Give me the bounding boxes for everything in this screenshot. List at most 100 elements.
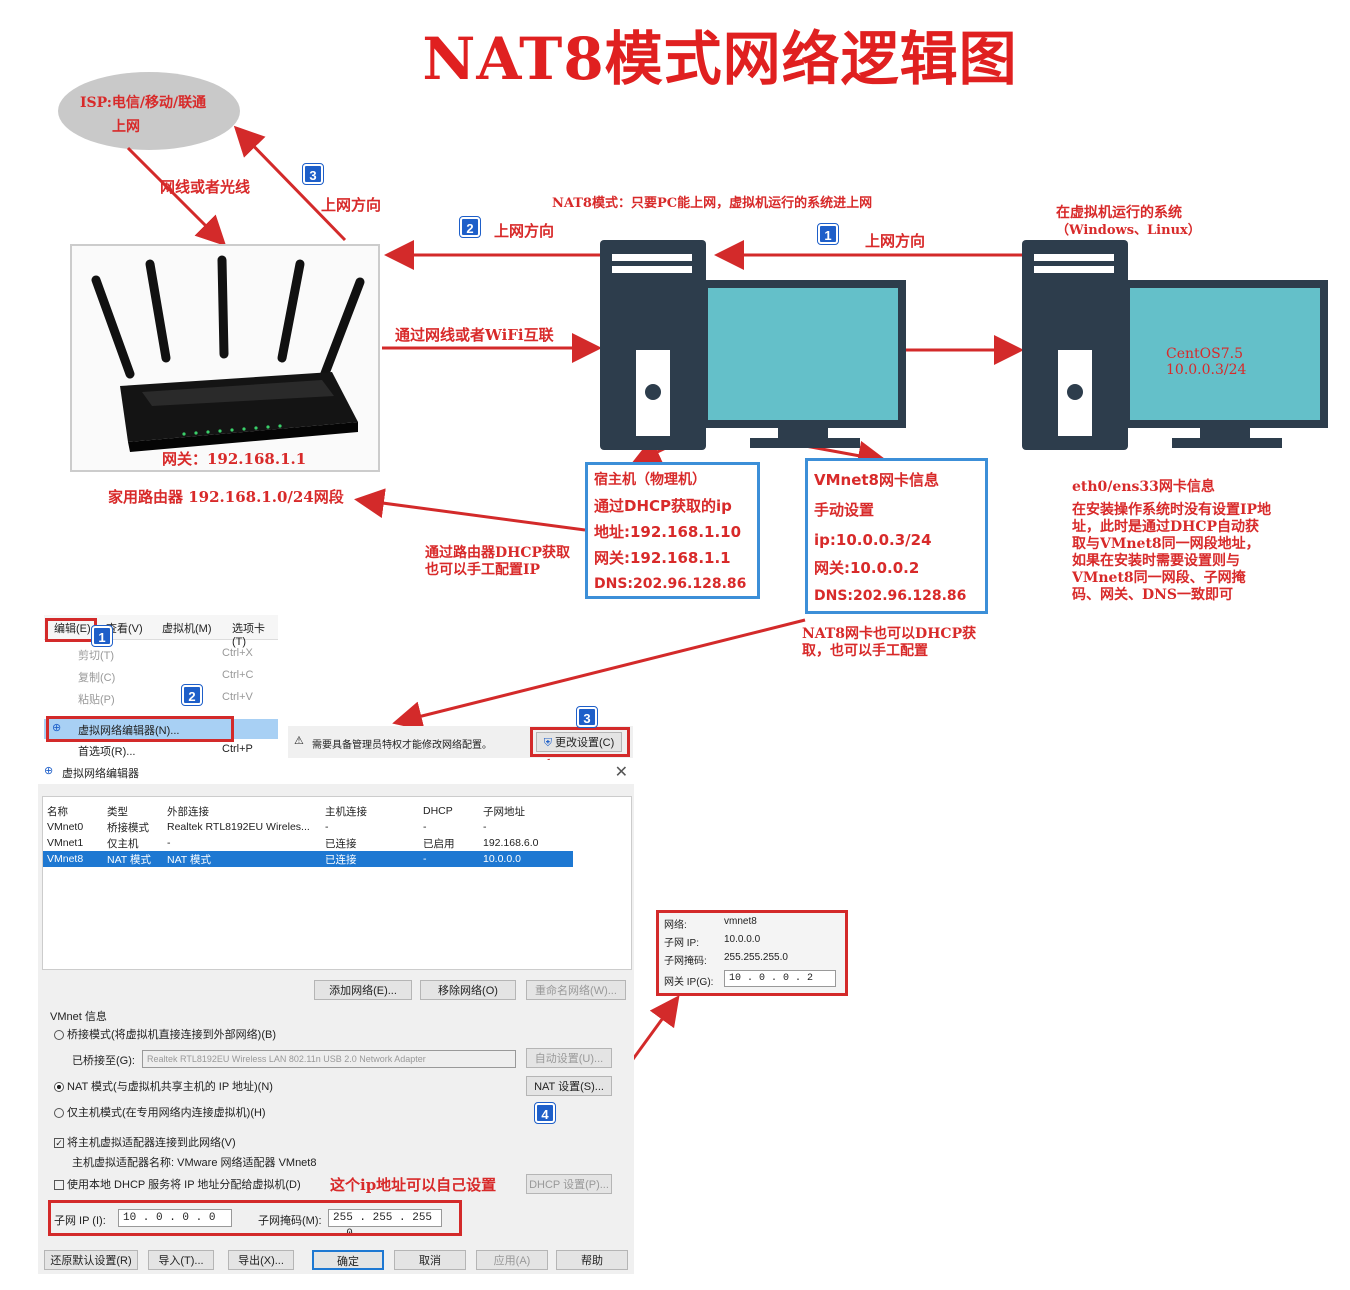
custom-ip-note: 这个ip地址可以自己设置 (330, 1174, 496, 1195)
table-header: 名称 类型 外部连接 主机连接 DHCP 子网地址 (43, 803, 573, 819)
router-image: 网关：192.168.1.1 (70, 244, 380, 472)
cable-label: 网线或者光线 (160, 176, 250, 197)
home-router-label: 家用路由器 192.168.1.0/24网段 (108, 486, 344, 507)
badge-nat-4: 4 (535, 1103, 555, 1123)
cancel-button[interactable]: 取消 (394, 1250, 466, 1270)
menu-badge-1: 1 (92, 626, 112, 646)
col-type: 类型 (103, 803, 163, 819)
vne-icon: ⊕ (44, 764, 53, 777)
eth0-note: 在安装操作系统时没有设置IP地址，此时是通过DHCP自动获取与VMnet8同一网… (1072, 502, 1272, 604)
nat-nic-note: NAT8网卡也可以DHCP获 取，也可以手工配置 (802, 626, 976, 660)
host-box-line: DNS:202.96.128.86 (594, 571, 751, 597)
help-button[interactable]: 帮助 (556, 1250, 628, 1270)
dhcp-note: 通过路由器DHCP获取 也可以手工配置IP (425, 545, 570, 579)
restore-defaults-button[interactable]: 还原默认设置(R) (44, 1250, 138, 1270)
use-dhcp-checkbox[interactable]: 使用本地 DHCP 服务将 IP 地址分配给虚拟机(D) (54, 1176, 301, 1192)
highlight-nat-panel (656, 910, 848, 996)
bridged-adapter-select[interactable]: Realtek RTL8192EU Wireless LAN 802.11n U… (142, 1050, 516, 1068)
bridge-mode-label: 桥接模式(将虚拟机直接连接到外部网络)(B) (67, 1029, 276, 1041)
nat-nic-note-1: NAT8网卡也可以DHCP获 (802, 626, 976, 643)
cell: - (163, 835, 321, 851)
menu-item-cut[interactable]: 剪切(T) Ctrl+X (44, 647, 278, 667)
auto-settings-button[interactable]: 自动设置(U)... (526, 1048, 612, 1068)
menu-item-shortcut: Ctrl+P (222, 743, 253, 755)
nat-mode-label: NAT 模式(与虚拟机共享主机的 IP 地址)(N) (67, 1081, 273, 1093)
nat-nic-note-2: 取，也可以手工配置 (802, 643, 976, 660)
cell: Realtek RTL8192EU Wireles... (163, 819, 321, 835)
menu-badge-2: 2 (182, 685, 202, 705)
checkbox-icon (54, 1180, 64, 1190)
vmnet8-box-line: VMnet8网卡信息 (814, 465, 979, 495)
apply-button[interactable]: 应用(A) (476, 1250, 548, 1270)
nat-mode-radio[interactable]: NAT 模式(与虚拟机共享主机的 IP 地址)(N) (54, 1078, 273, 1094)
connect-adapter-checkbox[interactable]: ✓将主机虚拟适配器连接到此网络(V) (54, 1134, 236, 1150)
badge-change-3: 3 (577, 707, 597, 727)
editor-titlebar: ⊕ 虚拟网络编辑器 ✕ (38, 760, 634, 784)
vmnet8-box-line: 手动设置 (814, 495, 979, 525)
menu-item-label: 剪切(T) (78, 647, 114, 663)
dhcp-note-1: 通过路由器DHCP获取 (425, 545, 570, 562)
col-name: 名称 (43, 803, 103, 819)
cell: 10.0.0.0 (479, 851, 573, 867)
cell: VMnet8 (43, 851, 103, 867)
arrow-router-to-isp (238, 130, 345, 240)
cell: - (419, 851, 479, 867)
warning-icon: ⚠ (294, 734, 304, 747)
network-list[interactable]: 名称 类型 外部连接 主机连接 DHCP 子网地址 VMnet0 桥接模式 Re… (42, 796, 632, 970)
cell: 仅主机 (103, 835, 163, 851)
cell: NAT 模式 (163, 851, 321, 867)
menu-item-shortcut: Ctrl+X (222, 647, 253, 659)
centos-label: CentOS7.5 (1166, 346, 1243, 362)
host-computer-icon (600, 240, 908, 452)
menu-item-copy[interactable]: 复制(C) Ctrl+C (44, 669, 278, 689)
cell: 已连接 (321, 851, 419, 867)
virtual-network-editor: ⊕ 虚拟网络编辑器 ✕ 名称 类型 外部连接 主机连接 DHCP 子网地址 VM… (38, 760, 634, 1274)
rename-network-button[interactable]: 重命名网络(W)... (526, 980, 626, 1000)
highlight-subnet-fields (48, 1200, 462, 1236)
up-label-2: 上网方向 (494, 220, 554, 241)
host-only-label: 仅主机模式(在专用网络内连接虚拟机)(H) (67, 1107, 266, 1119)
adapter-name: 主机虚拟适配器名称: VMware 网络适配器 VMnet8 (72, 1154, 316, 1170)
menu-vm[interactable]: 虚拟机(M) (162, 620, 212, 636)
bridged-to-label: 已桥接至(G): (72, 1052, 135, 1068)
close-icon[interactable]: ✕ (615, 762, 628, 782)
eth0-title: eth0/ens33网卡信息 (1072, 476, 1215, 496)
col-external: 外部连接 (163, 803, 321, 819)
badge-2: 2 (460, 217, 480, 237)
radio-selected-icon (54, 1082, 64, 1092)
menu-tabs[interactable]: 选项卡(T) (232, 620, 278, 648)
remove-network-button[interactable]: 移除网络(O) (420, 980, 516, 1000)
network-table: 名称 类型 外部连接 主机连接 DHCP 子网地址 VMnet0 桥接模式 Re… (43, 803, 573, 867)
table-row[interactable]: VMnet0 桥接模式 Realtek RTL8192EU Wireles...… (43, 819, 573, 835)
cell: 已连接 (321, 835, 419, 851)
radio-icon (54, 1030, 64, 1040)
host-box-line: 网关:192.168.1.1 (594, 545, 751, 571)
vmnet8-box-line: ip:10.0.0.3/24 (814, 525, 979, 555)
dhcp-note-2: 也可以手工配置IP (425, 562, 570, 579)
export-button[interactable]: 导出(X)... (228, 1250, 294, 1270)
import-button[interactable]: 导入(T)... (148, 1250, 214, 1270)
host-info-box: 宿主机（物理机） 通过DHCP获取的ip 地址:192.168.1.10 网关:… (585, 462, 760, 599)
table-row-selected[interactable]: VMnet8 NAT 模式 NAT 模式 已连接 - 10.0.0.0 (43, 851, 573, 867)
menu-item-shortcut: Ctrl+C (222, 669, 253, 681)
host-box-line: 地址:192.168.1.10 (594, 519, 751, 545)
cell: VMnet0 (43, 819, 103, 835)
ok-button[interactable]: 确定 (312, 1250, 384, 1270)
vmnet8-box-line: 网关:10.0.0.2 (814, 555, 979, 581)
highlight-change-settings (530, 727, 630, 757)
highlight-edit-menu (45, 618, 97, 642)
cell: - (419, 819, 479, 835)
nat-desc: NAT8模式：只要PC能上网，虚拟机运行的系统进上网 (552, 192, 872, 211)
host-only-radio[interactable]: 仅主机模式(在专用网络内连接虚拟机)(H) (54, 1104, 266, 1120)
connect-adapter-label: 将主机虚拟适配器连接到此网络(V) (67, 1137, 236, 1149)
table-row[interactable]: VMnet1 仅主机 - 已连接 已启用 192.168.6.0 (43, 835, 573, 851)
cell: 桥接模式 (103, 819, 163, 835)
bridge-mode-radio[interactable]: 桥接模式(将虚拟机直接连接到外部网络)(B) (54, 1026, 276, 1042)
add-network-button[interactable]: 添加网络(E)... (314, 980, 412, 1000)
arrow-host-box-to-router-label (360, 500, 585, 530)
menu-item-paste[interactable]: 粘贴(P) Ctrl+V (44, 691, 278, 711)
cell: 已启用 (419, 835, 479, 851)
dhcp-settings-button[interactable]: DHCP 设置(P)... (526, 1174, 612, 1194)
nat-settings-button[interactable]: NAT 设置(S)... (526, 1076, 612, 1096)
cell: - (321, 819, 419, 835)
